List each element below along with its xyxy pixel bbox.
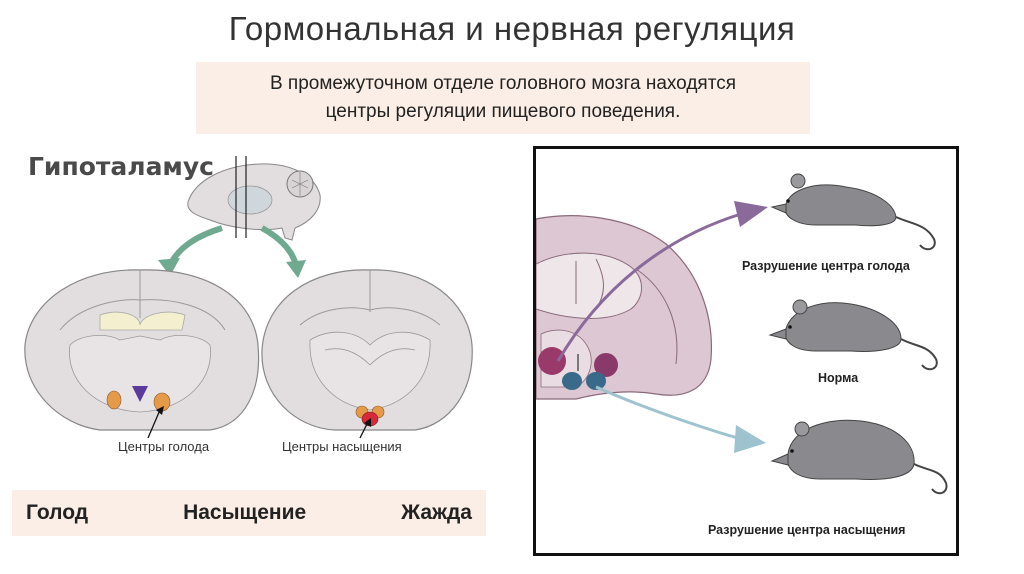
rat-experiment-panel: Разрушение центра голода Норма Разрушени… [533, 146, 959, 556]
subtitle-line-2: центры регуляции пищевого поведения. [325, 101, 681, 122]
hunger-term: Голод [26, 501, 89, 524]
hypothalamus-label: Гипоталамус [28, 152, 214, 181]
brain-cross-section [536, 215, 713, 400]
green-arrows [158, 225, 306, 278]
caption-hunger-destroyed: Разрушение центра голода [742, 259, 910, 273]
coronal-section-hunger [24, 269, 260, 439]
rat-thin-icon [770, 173, 936, 251]
subtitle-line-1: В промежуточном отделе головного мозга н… [269, 73, 736, 94]
purple-arrow [556, 201, 768, 362]
rat-normal-icon [768, 299, 938, 371]
hypothalamus-diagram [24, 156, 473, 439]
page-title: Гормональная и нервная регуляция [228, 10, 796, 47]
sagittal-brain-icon [187, 156, 321, 241]
caption-normal: Норма [818, 371, 859, 385]
satiety-term: Насыщение [183, 501, 307, 524]
rat-experiment-diagram [536, 173, 948, 495]
hypothalamus-panel: Гипоталамус Центры голода Центры насыщен… [10, 140, 510, 560]
subtitle-box: В промежуточном отделе головного мозга н… [196, 62, 810, 134]
blue-arrow [595, 385, 766, 453]
caption-satiety-destroyed: Разрушение центра насыщения [708, 523, 906, 537]
regulation-bar: Голод Насыщение Жажда [12, 490, 486, 536]
hunger-centers-label: Центры голода [118, 439, 210, 454]
coronal-section-satiety [261, 269, 473, 439]
thirst-term: Жажда [401, 501, 472, 524]
rat-fat-icon [770, 419, 948, 495]
satiety-centers-label: Центры насыщения [282, 439, 402, 454]
